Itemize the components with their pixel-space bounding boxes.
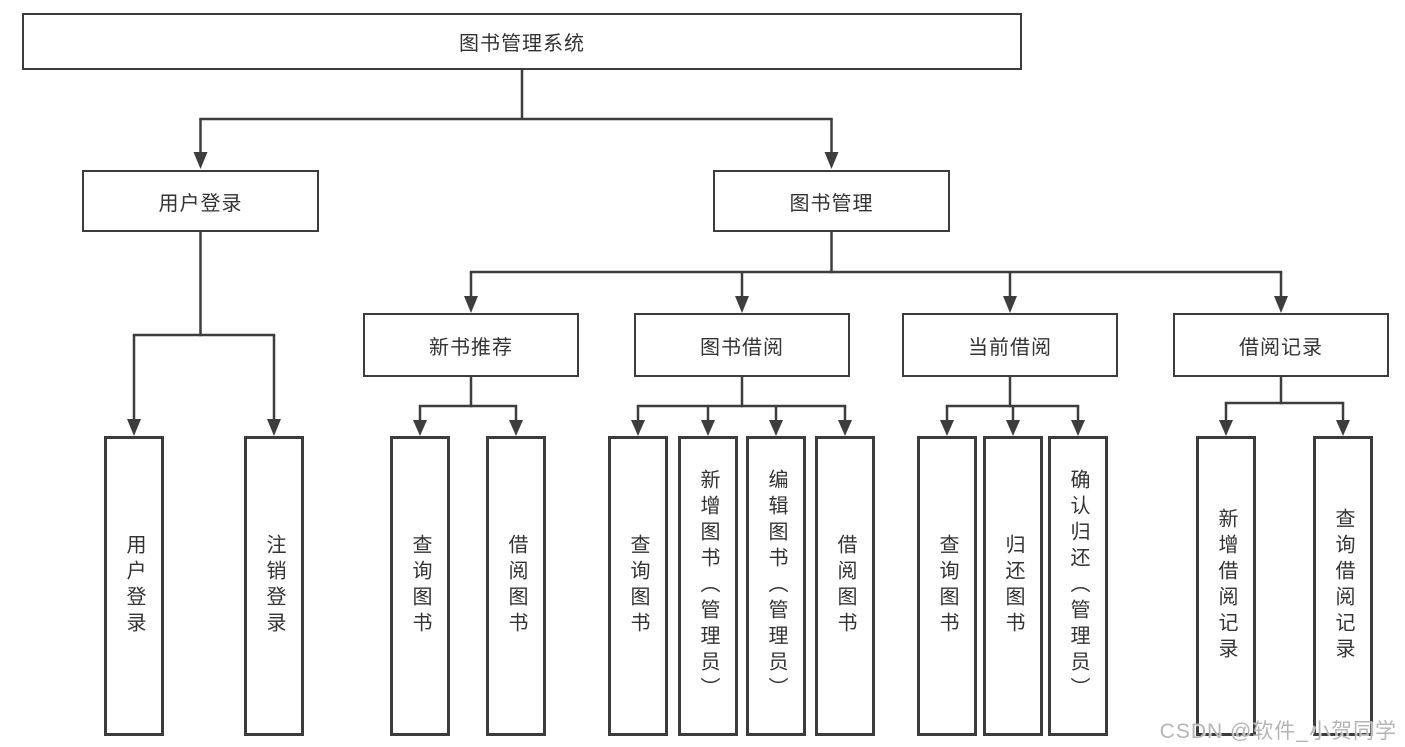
- node-root-label: 图书管理系统: [459, 33, 585, 55]
- leaf-query-borrow-record: 查询借阅记录: [1313, 436, 1373, 736]
- leaf-query-books-3: 查询图书: [917, 436, 977, 736]
- leaf-query-borrow-record-label: 查询借阅记录: [1332, 508, 1354, 664]
- leaf-logout-label: 注销登录: [263, 534, 285, 638]
- leaf-borrow-books-2-label: 借阅图书: [834, 534, 856, 638]
- node-new-book-recommend-label: 新书推荐: [429, 336, 513, 359]
- node-root-system: 图书管理系统: [22, 13, 1022, 70]
- node-new-book-recommend: 新书推荐: [363, 313, 579, 377]
- leaf-borrow-books-2: 借阅图书: [815, 436, 875, 736]
- leaf-add-book-admin: 新增图书（管理员）: [678, 436, 738, 736]
- leaf-borrow-books-1: 借阅图书: [486, 436, 546, 736]
- leaf-query-books-1: 查询图书: [390, 436, 450, 736]
- leaf-add-book-admin-label: 新增图书（管理员）: [697, 469, 719, 703]
- leaf-add-borrow-record-label: 新增借阅记录: [1215, 508, 1237, 664]
- leaf-logout: 注销登录: [244, 436, 304, 736]
- leaf-query-books-1-label: 查询图书: [409, 534, 431, 638]
- leaf-confirm-return-admin-label: 确认归还（管理员）: [1067, 469, 1089, 703]
- leaf-query-books-3-label: 查询图书: [936, 534, 958, 638]
- leaf-edit-book-admin: 编辑图书（管理员）: [746, 436, 806, 736]
- node-book-management: 图书管理: [713, 170, 950, 232]
- node-borrow-records: 借阅记录: [1173, 313, 1389, 377]
- leaf-user-login-label: 用户登录: [123, 534, 145, 638]
- leaf-return-book-label: 归还图书: [1002, 534, 1024, 638]
- leaf-query-books-2: 查询图书: [608, 436, 668, 736]
- node-borrow-records-label: 借阅记录: [1239, 336, 1323, 359]
- leaf-borrow-books-1-label: 借阅图书: [505, 534, 527, 638]
- leaf-confirm-return-admin: 确认归还（管理员）: [1048, 436, 1108, 736]
- leaf-user-login: 用户登录: [104, 436, 164, 736]
- leaf-add-borrow-record: 新增借阅记录: [1196, 436, 1256, 736]
- node-book-management-label: 图书管理: [789, 192, 874, 215]
- leaf-edit-book-admin-label: 编辑图书（管理员）: [765, 469, 787, 703]
- node-book-borrow-label: 图书借阅: [700, 336, 784, 359]
- node-book-borrow: 图书借阅: [634, 313, 850, 377]
- node-current-borrow-label: 当前借阅: [968, 336, 1052, 359]
- arrowheads: [127, 152, 1350, 436]
- node-current-borrow: 当前借阅: [902, 313, 1118, 377]
- csdn-watermark: CSDN @软件_小贺同学: [1159, 720, 1397, 743]
- leaf-return-book: 归还图书: [983, 436, 1043, 736]
- leaf-query-books-2-label: 查询图书: [627, 534, 649, 638]
- node-user-login: 用户登录: [82, 170, 319, 232]
- node-user-login-label: 用户登录: [158, 192, 243, 215]
